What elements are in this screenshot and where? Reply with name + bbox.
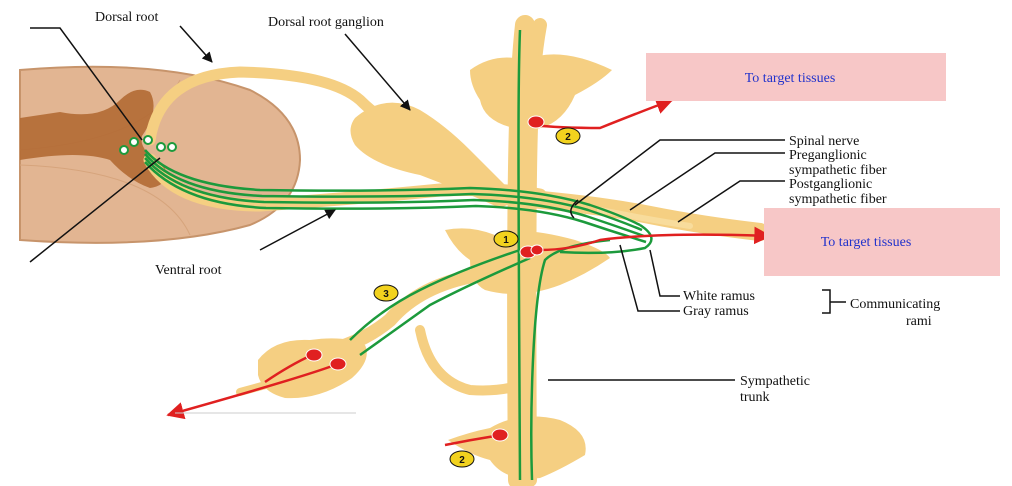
spinal-nerve [511, 189, 769, 241]
grey-matter-pointer-top [30, 27, 143, 141]
communicating-rami-label-1: Communicating [850, 297, 940, 312]
dorsal-root-ganglion-label: Dorsal root ganglion [268, 15, 384, 30]
spinal-nerve-bracket [570, 199, 579, 219]
gray-ramus-label: Gray ramus [683, 304, 749, 319]
grey-matter [20, 89, 166, 188]
svg-text:To target tissues: To target tissues [745, 71, 836, 86]
dorsal-root-label: Dorsal root [95, 10, 158, 25]
trunk-ganglion-bottom [448, 416, 586, 479]
marker-three: 3 [373, 284, 399, 302]
ganglion-cell-bodies [305, 115, 545, 442]
communicating-rami-label-2: rami [906, 314, 932, 329]
grey-matter-pointer-bottom [29, 157, 161, 263]
preganglionic-label-2: sympathetic fiber [789, 163, 887, 178]
ventral-root-label: Ventral root [155, 263, 222, 278]
marker-two-top: 2 [555, 127, 581, 145]
spinal-cord-section [19, 65, 302, 244]
trunk-ganglion-top [470, 54, 612, 130]
ventral-root-pointer [259, 209, 336, 251]
postganglionic-leader [677, 180, 785, 223]
dorsal-root [144, 66, 520, 208]
svg-text:2: 2 [459, 455, 465, 466]
leader-lines [29, 25, 846, 414]
cord-fiber-nodes [119, 135, 177, 155]
svg-text:1: 1 [503, 235, 509, 246]
svg-text:2: 2 [565, 132, 571, 143]
sympathetic-trunk-label-1: Sympathetic [740, 374, 810, 389]
splanchnic-nerve [236, 268, 525, 399]
dorsal-root-pointer [179, 25, 213, 63]
ganglion-pointer [344, 33, 411, 111]
sympathetic-trunk-label-2: trunk [740, 390, 770, 405]
white-ramus-label: White ramus [683, 289, 755, 304]
marker-one: 1 [493, 230, 519, 248]
svg-text:To target tissues: To target tissues [821, 235, 912, 250]
preganglionic-label-1: Preganglionic [789, 148, 867, 163]
postganglionic-label-1: Postganglionic [789, 177, 872, 192]
white-ramus-leader [649, 249, 680, 297]
dorsal-root-ganglion [350, 102, 520, 208]
svg-text:3: 3 [383, 289, 389, 300]
gray-ramus-leader [619, 244, 680, 312]
spinal-nerve-label: Spinal nerve [789, 134, 859, 149]
spinal-nerve-leader [574, 139, 785, 206]
target-box-top: To target tissues [646, 53, 946, 101]
postganglionic-label-2: sympathetic fiber [789, 192, 887, 207]
target-box-right: To target tissues [764, 208, 1000, 276]
preganglionic-leader [629, 152, 785, 211]
marker-two-bottom: 2 [449, 450, 475, 468]
rami-brace [822, 289, 846, 314]
collateral-ganglion [258, 338, 367, 399]
